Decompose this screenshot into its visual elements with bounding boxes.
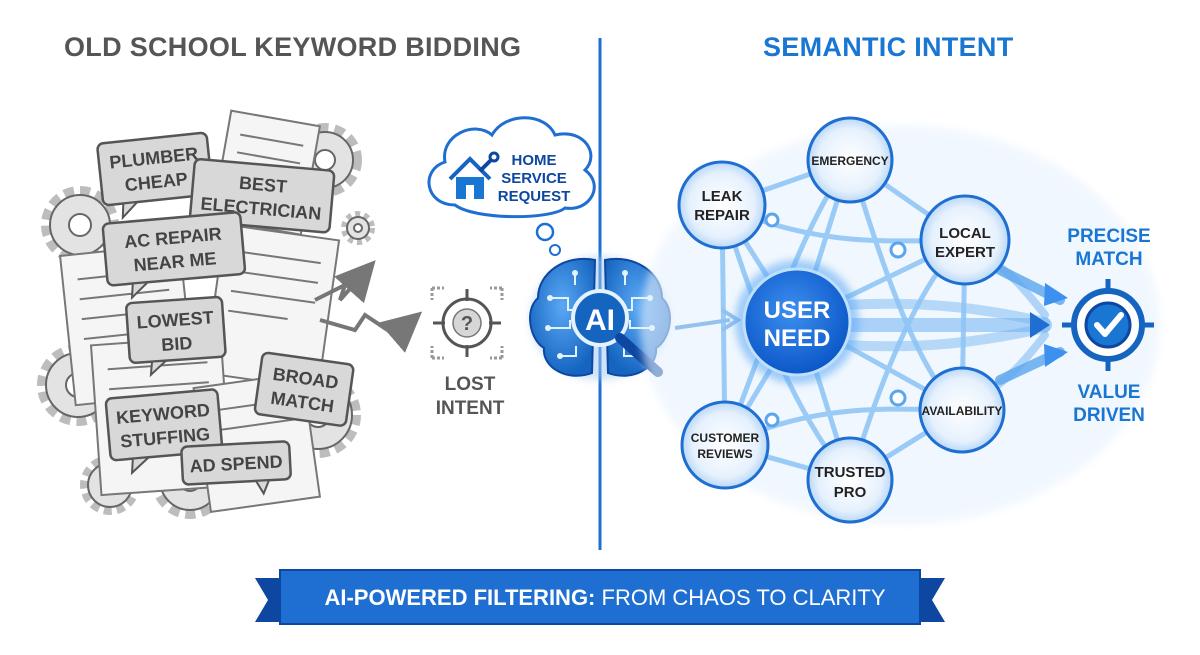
right-panel-title: SEMANTIC INTENT (763, 32, 1014, 62)
node-label: EMERGENCY (811, 154, 888, 168)
beam-arrowhead (1044, 344, 1068, 367)
beam-arrowhead (1030, 312, 1050, 338)
target-check-icon (1062, 279, 1154, 371)
bubble-text: AD SPEND (189, 452, 283, 477)
keyword-bubble-best-electrician: BEST ELECTRICIAN (188, 158, 336, 234)
node-label: REVIEWS (697, 447, 752, 461)
user-need-label: USER (764, 297, 831, 324)
gear-icon (41, 186, 119, 264)
keyword-bubble-lowest-bid: LOWEST BID (125, 295, 227, 378)
node-label: REPAIR (694, 207, 750, 224)
node-availability: AVAILABILITY (918, 366, 1006, 454)
magnifier-icon: AI (571, 289, 663, 377)
network-junctions (764, 212, 907, 428)
precise-match-label: PRECISE (1067, 226, 1150, 247)
crosshair-question-icon: ? (430, 286, 504, 360)
house-wrench-icon (448, 151, 500, 199)
user-need-label: NEED (764, 325, 831, 352)
node-customer-reviews: CUSTOMER REVIEWS (680, 400, 770, 490)
value-driven-label: VALUE (1078, 382, 1141, 403)
keyword-bubble-keyword-stuffing: KEYWORD STUFFING (104, 388, 224, 476)
chaotic-arrows (314, 260, 423, 353)
node-label: PRO (834, 484, 867, 501)
lost-intent-label: LOST (445, 374, 496, 395)
keyword-bubble-plumber: PLUMBER CHEAP (96, 131, 214, 221)
keyword-bubble-ac-repair: AC REPAIR NEAR ME (101, 211, 247, 301)
gear-icon (341, 211, 375, 245)
svg-text:?: ? (461, 313, 473, 335)
lost-intent-label: INTENT (436, 398, 505, 419)
keyword-bubble-broad-match: BROAD MATCH (253, 351, 355, 427)
node-emergency: EMERGENCY (806, 116, 894, 204)
user-need-node: USER NEED (735, 260, 859, 384)
cloud-text: HOME (512, 152, 557, 169)
node-label: LOCAL (939, 225, 991, 242)
node-local-expert: LOCAL EXPERT (919, 194, 1011, 286)
node-label: LEAK (702, 188, 743, 205)
keyword-bubble-ad-spend: AD SPEND (180, 440, 292, 496)
beam-arrowhead (1044, 283, 1068, 306)
node-label: TRUSTED (815, 464, 886, 481)
bubble-text: BEST (238, 173, 288, 197)
cloud-text: REQUEST (498, 188, 571, 205)
banner: AI-POWERED FILTERING: FROM CHAOS TO CLAR… (285, 572, 925, 624)
banner-bold-text: AI-POWERED FILTERING: (324, 585, 596, 610)
cloud-text: SERVICE (501, 170, 567, 187)
ai-label: AI (585, 304, 615, 337)
banner-rest-text: FROM CHAOS TO CLARITY (595, 585, 886, 610)
left-panel-title: OLD SCHOOL KEYWORD BIDDING (64, 32, 522, 62)
value-driven-label: DRIVEN (1073, 405, 1145, 426)
banner-ribbon (255, 569, 945, 625)
converging-beams (840, 246, 1065, 404)
node-leak-repair: LEAK REPAIR (677, 160, 767, 250)
precise-match-label: MATCH (1075, 249, 1142, 270)
node-label: CUSTOMER (691, 431, 760, 445)
node-trusted-pro: TRUSTED PRO (806, 436, 894, 524)
node-label: AVAILABILITY (922, 404, 1003, 418)
bubble-text: BID (161, 333, 193, 355)
banner-text: AI-POWERED FILTERING: FROM CHAOS TO CLAR… (285, 572, 925, 624)
node-label: EXPERT (935, 244, 995, 261)
